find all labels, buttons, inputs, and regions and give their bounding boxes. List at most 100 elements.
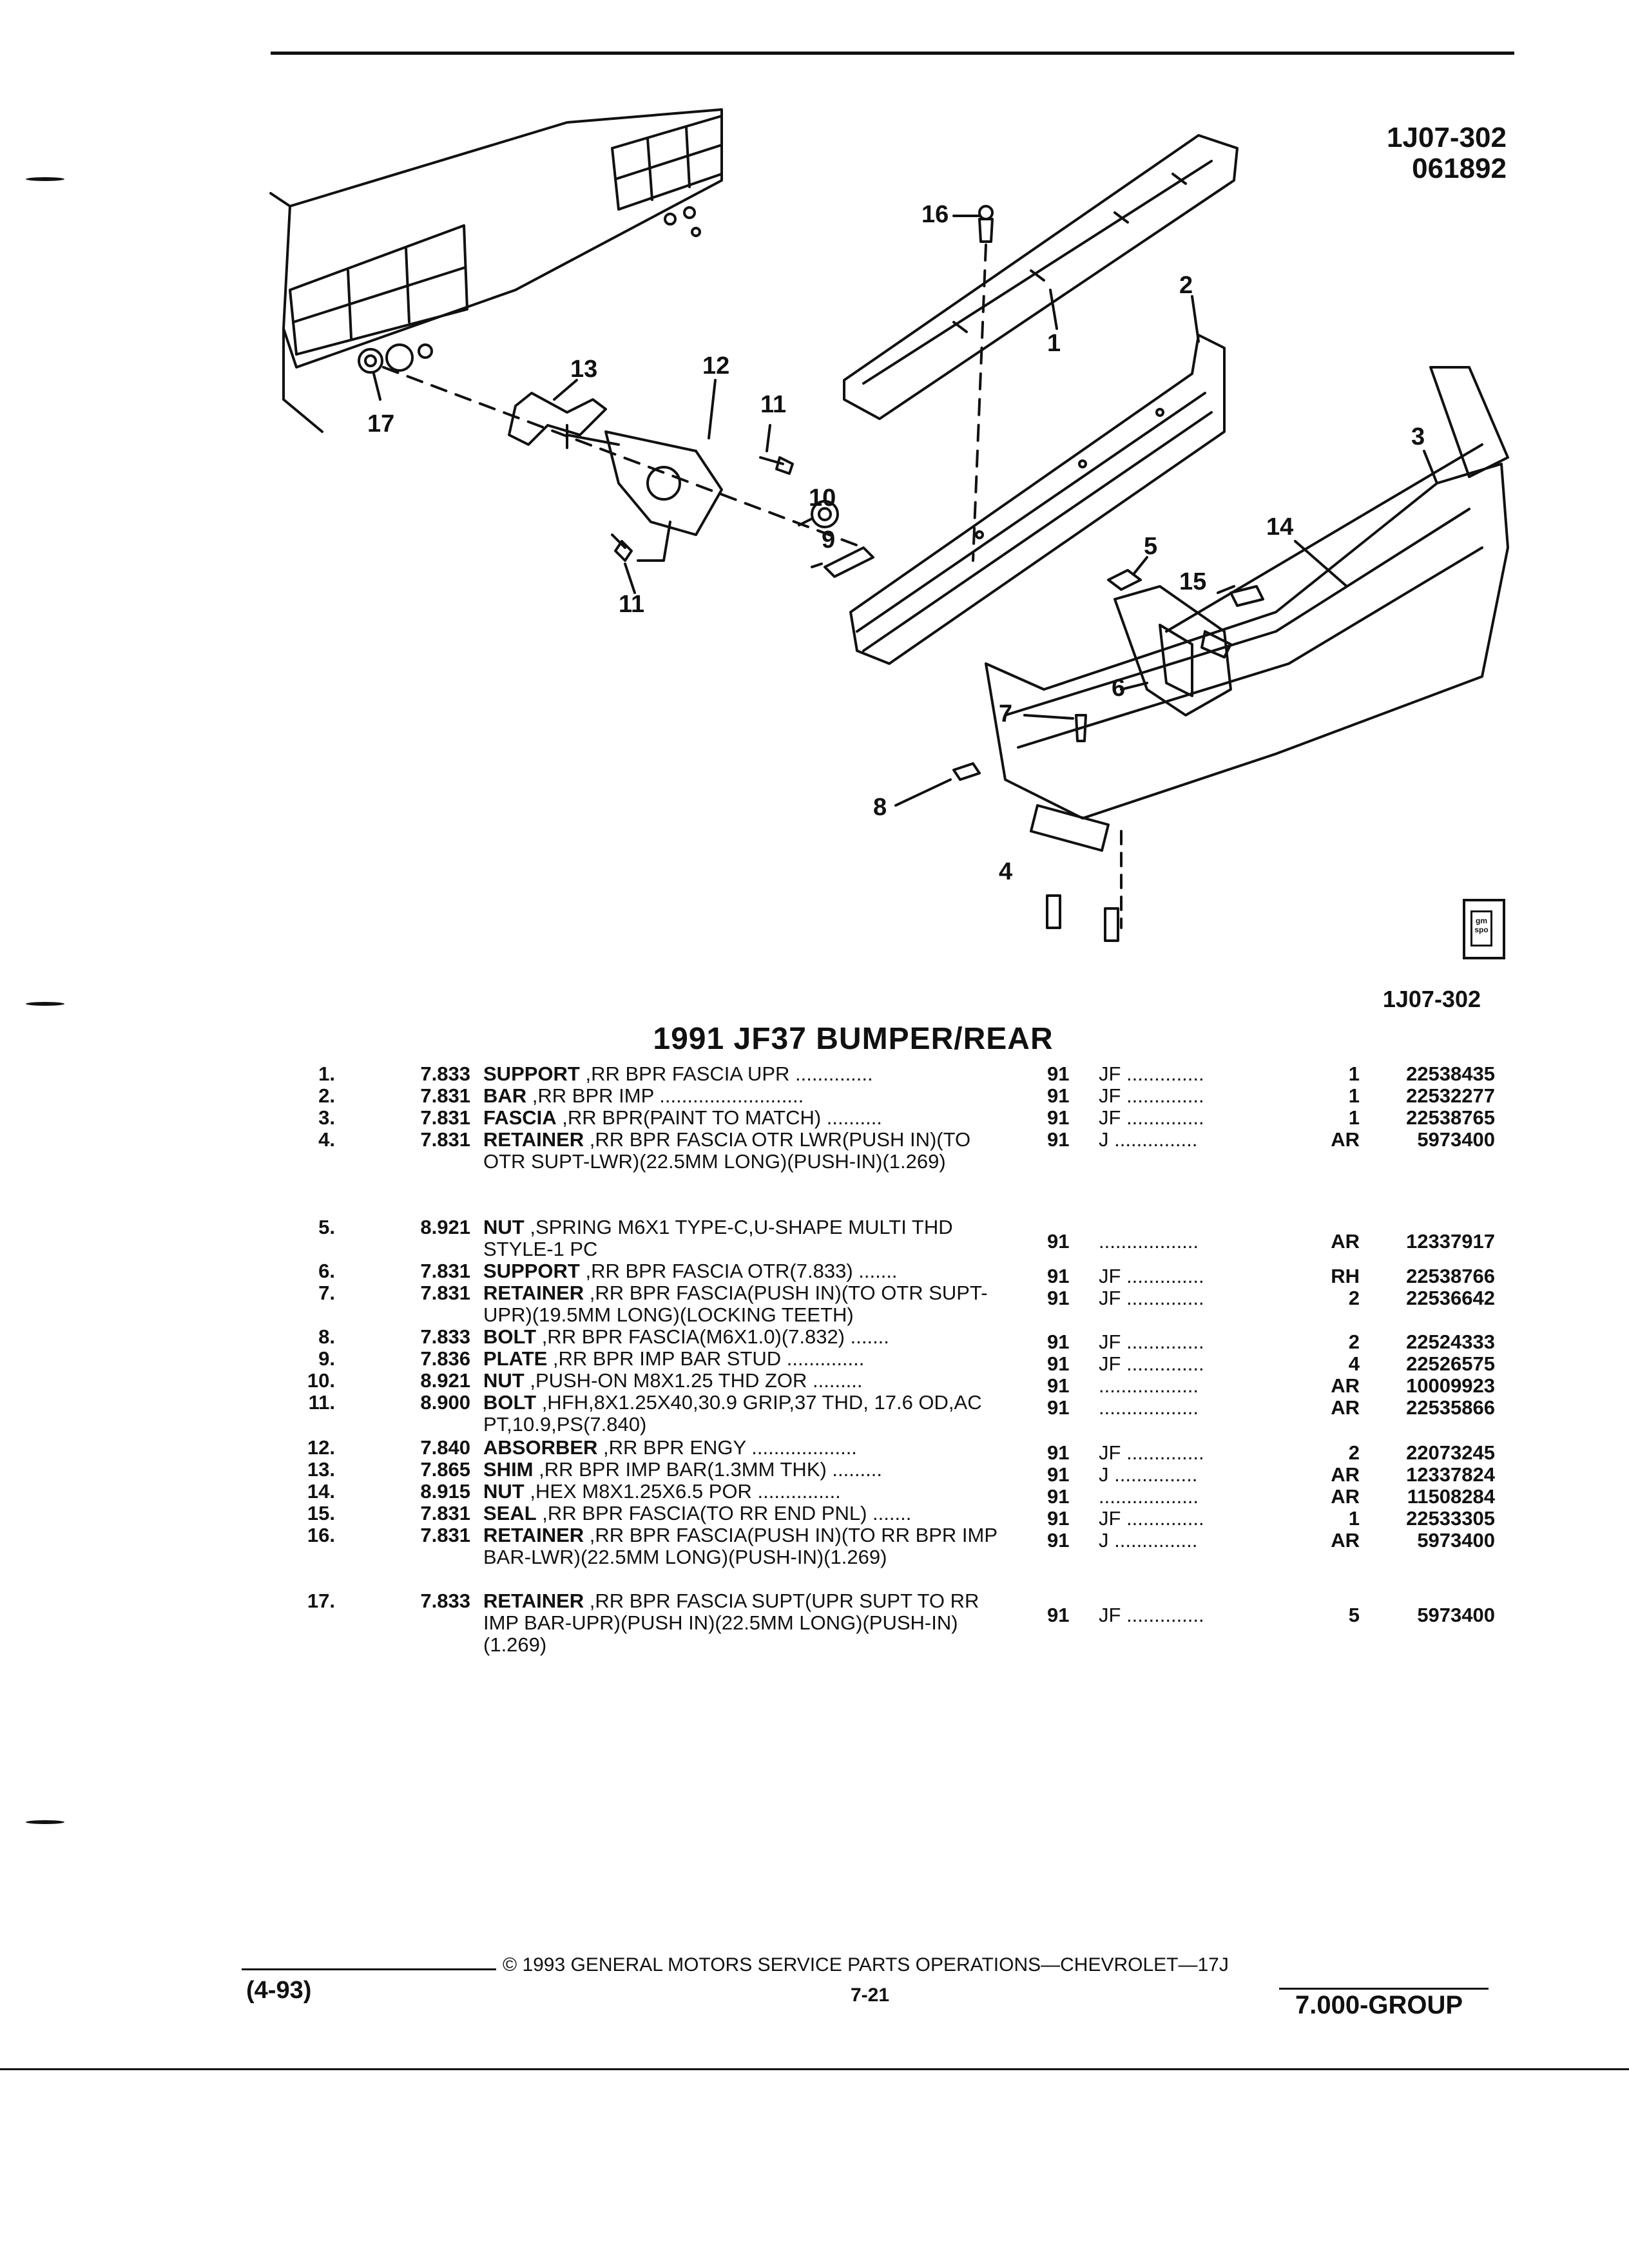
callout-16: 15 [1179, 568, 1206, 595]
part-detail: ,RR BPR FASCIA OTR(7.833) ....... [579, 1260, 898, 1282]
model-year: 91 [1047, 1084, 1070, 1107]
quantity: 4 [1348, 1352, 1360, 1375]
part-number: 22526575 [1406, 1352, 1495, 1375]
car-body-lower [282, 327, 323, 433]
retainer-16-upper [1229, 585, 1264, 607]
car-body-panel [282, 108, 723, 369]
item-number: 8. [318, 1325, 335, 1348]
part-detail: ,SPRING M6X1 TYPE-C,U-SHAPE MULTI THD ST… [483, 1216, 953, 1260]
item-number: 5. [318, 1216, 335, 1238]
model-year: 91 [1047, 1062, 1070, 1085]
part-description: NUT ,HEX M8X1.25X6.5 POR ............... [483, 1481, 1295, 1503]
quantity: 1 [1348, 1084, 1360, 1107]
item-number: 11. [308, 1391, 335, 1414]
group-number: 7.831 [420, 1260, 470, 1282]
part-number: 5973400 [1417, 1604, 1495, 1626]
margin-mark [26, 1002, 64, 1006]
part-name: BAR [483, 1084, 527, 1107]
part-number: 22073245 [1406, 1441, 1495, 1464]
model-year: 91 [1047, 1374, 1070, 1397]
model-code: JF .............. [1099, 1352, 1204, 1375]
plate-9 [824, 546, 874, 578]
model-code: JF .............. [1099, 1265, 1204, 1287]
panel-hole [683, 206, 696, 219]
part-description: SEAL ,RR BPR FASCIA(TO RR END PNL) .....… [483, 1503, 1295, 1524]
item-number: 1. [318, 1062, 335, 1085]
callout-11-lower: 11 [619, 591, 644, 618]
group-number: 7.840 [420, 1436, 470, 1459]
quantity: 5 [1348, 1604, 1360, 1626]
part-name: SUPPORT [483, 1062, 580, 1085]
part-detail: ,RR BPR FASCIA SUPT(UPR SUPT TO RR IMP B… [483, 1590, 979, 1656]
item-number: 17. [307, 1590, 335, 1612]
group-number: 8.921 [420, 1216, 470, 1238]
part-number: 11508284 [1407, 1485, 1495, 1508]
item-number: 10. [307, 1369, 335, 1392]
part-name: NUT [483, 1480, 525, 1503]
page-number: 7-21 [851, 1984, 890, 2006]
part-number: 22533305 [1406, 1507, 1495, 1530]
quantity: AR [1331, 1374, 1360, 1397]
group-number: 7.836 [420, 1347, 470, 1370]
part-description: BAR ,RR BPR IMP ........................… [483, 1085, 1295, 1107]
group-number: 7.831 [420, 1502, 470, 1524]
shim-13 [508, 392, 607, 446]
part-number: 22524333 [1406, 1331, 1495, 1353]
group-number: 7.865 [420, 1458, 470, 1481]
part-number: 22538766 [1406, 1265, 1495, 1287]
item-number: 4. [318, 1128, 335, 1151]
callout-1: 1 [1047, 330, 1061, 357]
model-code: JF .............. [1099, 1287, 1204, 1309]
part-name: NUT [483, 1369, 525, 1392]
callout-13: 13 [570, 356, 597, 383]
model-code: JF .............. [1099, 1507, 1204, 1530]
exploded-parts-diagram: 16 1 2 3 14 15 6 5 7 8 4 10 9 11 11 12 1… [245, 97, 1534, 999]
model-year: 91 [1047, 1230, 1070, 1253]
model-year: 91 [1047, 1396, 1070, 1419]
part-detail: ,RR BPR IMP .......................... [526, 1084, 804, 1107]
callout-10: 10 [809, 485, 836, 512]
support-6 [1113, 585, 1232, 716]
quantity: AR [1331, 1463, 1360, 1486]
bumper-diagram-svg: 16 1 2 3 14 15 6 5 7 8 4 10 9 11 11 12 1… [269, 108, 1509, 942]
model-year: 91 [1047, 1463, 1070, 1486]
fascia-end-bracket [1429, 366, 1509, 478]
part-name: RETAINER [483, 1590, 584, 1612]
revision-date: (4-93) [246, 1977, 312, 2004]
callout-4: 4 [999, 858, 1012, 885]
item-number: 14. [307, 1480, 335, 1503]
bolt-8 [952, 762, 981, 781]
part-detail: ,RR BPR ENGY ................... [597, 1436, 857, 1459]
model-year: 91 [1047, 1529, 1070, 1552]
part-detail: ,RR BPR FASCIA(PUSH IN)(TO RR BPR IMP BA… [483, 1524, 998, 1568]
seal-15 [1165, 443, 1483, 633]
part-number: 5973400 [1417, 1529, 1495, 1552]
quantity: 1 [1348, 1507, 1360, 1530]
quantity: AR [1331, 1529, 1360, 1552]
model-year: 91 [1047, 1485, 1070, 1508]
model-code: JF .............. [1099, 1604, 1204, 1626]
retainer-4-right [1104, 907, 1119, 942]
quantity: 2 [1348, 1331, 1360, 1353]
model-year: 91 [1047, 1287, 1070, 1309]
group-number: 7.831 [420, 1282, 470, 1304]
part-description: NUT ,SPRING M6X1 TYPE-C,U-SHAPE MULTI TH… [483, 1216, 1018, 1260]
quantity: 1 [1348, 1062, 1360, 1085]
part-name: RETAINER [483, 1282, 584, 1304]
group-label: 7.000-GROUP [1295, 1991, 1463, 2019]
model-year: 91 [1047, 1441, 1070, 1464]
item-number: 12. [307, 1436, 335, 1459]
item-number: 3. [318, 1106, 335, 1129]
fascia-3 [985, 463, 1509, 820]
retainer-17 [978, 218, 994, 243]
part-name: SUPPORT [483, 1260, 580, 1282]
model-code: JF .............. [1099, 1084, 1204, 1107]
retainer-4-left [1046, 894, 1061, 929]
part-detail: ,RR BPR FASCIA UPR .............. [579, 1062, 873, 1085]
part-description: SUPPORT ,RR BPR FASCIA UPR .............… [483, 1063, 1295, 1085]
copyright-notice: © 1993 GENERAL MOTORS SERVICE PARTS OPER… [503, 1954, 1229, 1975]
group-number: 7.831 [420, 1106, 470, 1129]
part-description: ABSORBER ,RR BPR ENGY ..................… [483, 1437, 1295, 1459]
quantity: AR [1331, 1396, 1360, 1419]
part-number: 22532277 [1406, 1084, 1495, 1107]
